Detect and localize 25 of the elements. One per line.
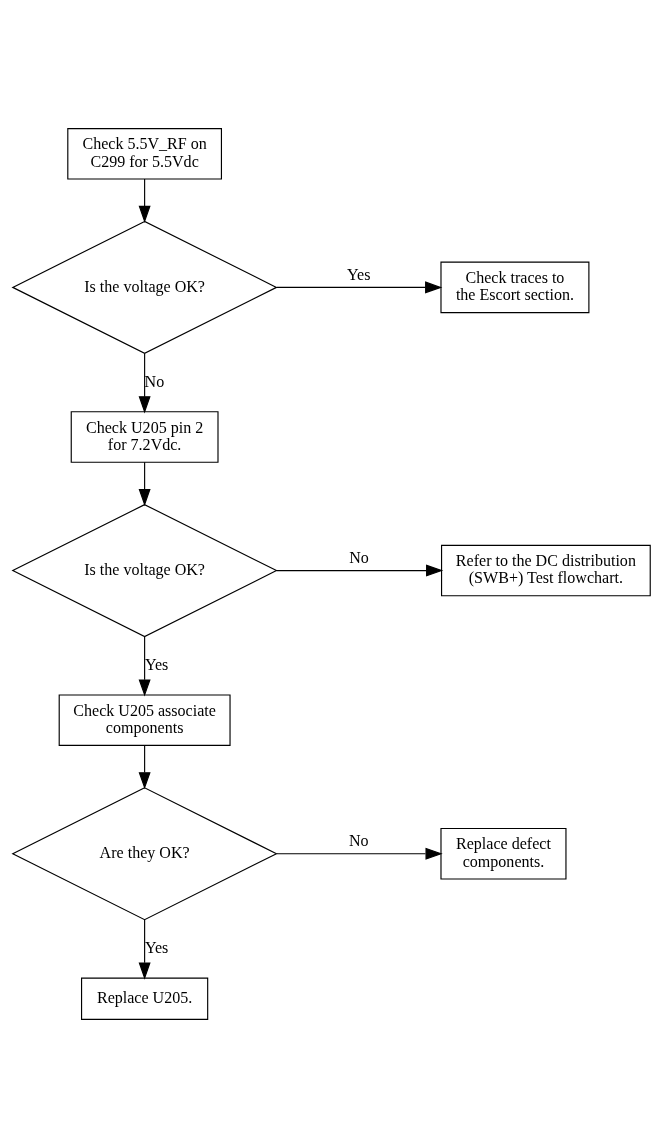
node-box: Replace defect components. [440,827,567,880]
node-box: Replace U205. [81,977,209,1020]
node-box: Refer to the DC distribution (SWB+) Test flowchart. [441,544,651,596]
node-diamond: Is the voltage OK? [11,220,278,354]
node-box: Check 5.5V_RF on C299 for 5.5Vdc [67,127,222,180]
edge-label: No [144,372,165,390]
edge-label: Yes [144,655,169,673]
arrow [138,177,151,223]
arrow [276,280,443,293]
arrow [138,352,151,413]
edge-label: Yes [347,265,371,283]
node-diamond: Is the voltage OK? [11,503,278,637]
edge-label: Yes [144,938,169,956]
arrow [138,744,151,789]
arrow [138,635,151,697]
arrow [276,564,444,577]
arrow [138,918,151,980]
edge-label: No [349,548,369,566]
node-diamond: Are they OK? [11,786,278,920]
node-box: Check U205 associate components [58,693,231,746]
arrow [276,847,443,860]
node-box: Check U205 pin 2 for 7.2Vdc. [70,410,219,463]
arrow [138,461,151,506]
edge-label: No [348,831,369,849]
node-box: Check traces to the Escort section. [440,261,590,313]
